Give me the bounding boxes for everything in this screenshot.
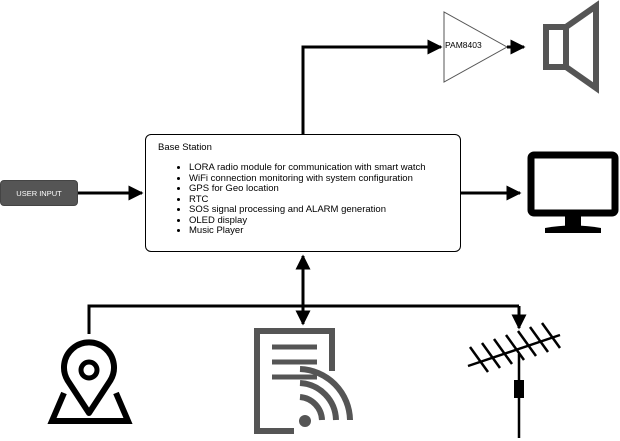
feature-item: SOS signal processing and ALARM generati… [189,204,426,216]
bus-line-horizontal [87,304,519,334]
base-station-title: Base Station [158,142,212,153]
document-wireless-icon [254,328,353,434]
monitor-icon [527,151,619,233]
base-station-box: Base Station LORA radio module for commu… [145,134,461,252]
feature-item: RTC [189,194,426,206]
speaker-icon [543,0,599,94]
antenna-icon [467,322,562,438]
feature-item: WiFi connection monitoring with system c… [189,173,426,185]
location-pin-icon [47,339,133,424]
user-input-button[interactable]: USER INPUT [0,180,78,206]
feature-item: LORA radio module for communication with… [189,162,426,174]
amplifier-label: PAM8403 [445,40,482,50]
feature-item: Music Player [189,225,426,237]
feature-item: OLED display [189,215,426,227]
amplifier-triangle [443,11,509,83]
base-to-amp-arrow [301,39,443,134]
feature-item: GPS for Geo location [189,183,426,195]
feature-list: LORA radio module for communication with… [175,162,426,237]
